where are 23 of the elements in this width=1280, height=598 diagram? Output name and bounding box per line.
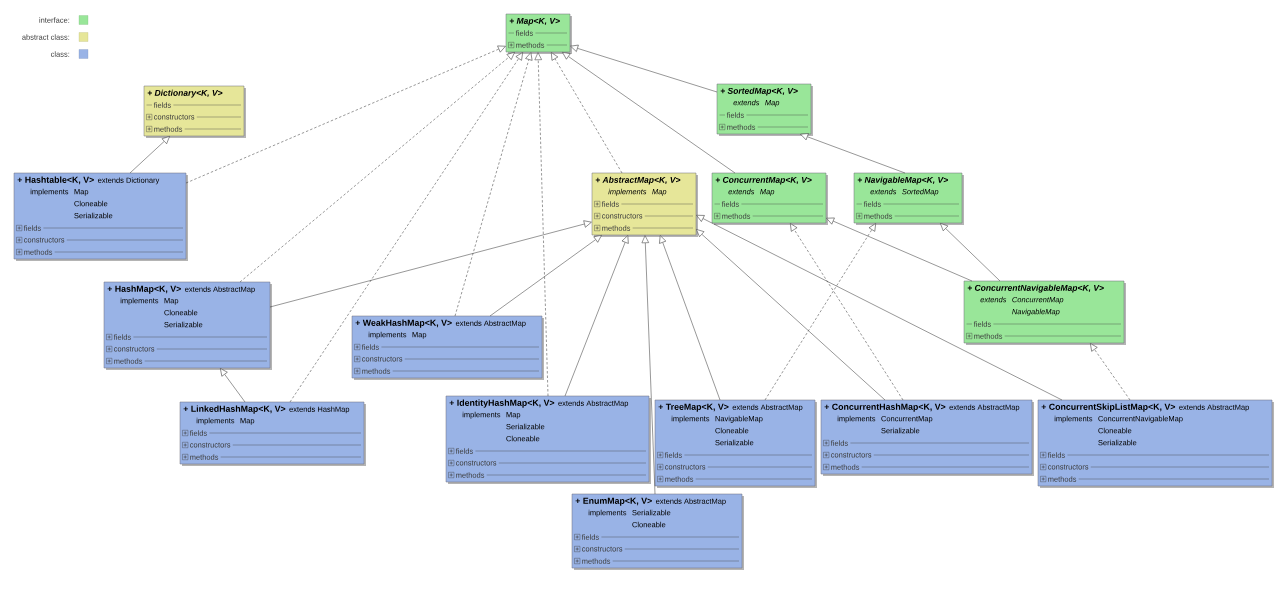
implementation-arrow: [551, 52, 623, 174]
inheritance-arrow: [826, 217, 973, 282]
implementation-arrow: [764, 223, 876, 401]
inheritance-arrow: [489, 235, 602, 317]
inheritance-arrow: [940, 223, 1001, 282]
inheritance-arrow: [696, 215, 1063, 401]
inheritance-arrow: [220, 368, 246, 403]
inheritance-arrow: [269, 220, 592, 308]
implementation-arrow: [790, 223, 904, 401]
implementation-arrow: [1090, 343, 1131, 401]
inheritance-arrow: [800, 133, 906, 174]
inheritance-arrow: [562, 52, 736, 174]
inheritance-arrow: [641, 235, 656, 495]
inheritance-arrow: [129, 136, 170, 174]
implementation-arrow: [185, 45, 506, 184]
inheritance-arrow: [564, 235, 629, 397]
implementation-arrow: [239, 52, 515, 283]
inheritance-arrow: [659, 235, 721, 401]
implementation-arrow: [289, 52, 523, 403]
implementation-arrow: [534, 52, 549, 397]
inheritance-arrow: [570, 44, 718, 93]
inheritance-arrow: [696, 229, 886, 401]
implementation-arrow: [454, 52, 533, 317]
